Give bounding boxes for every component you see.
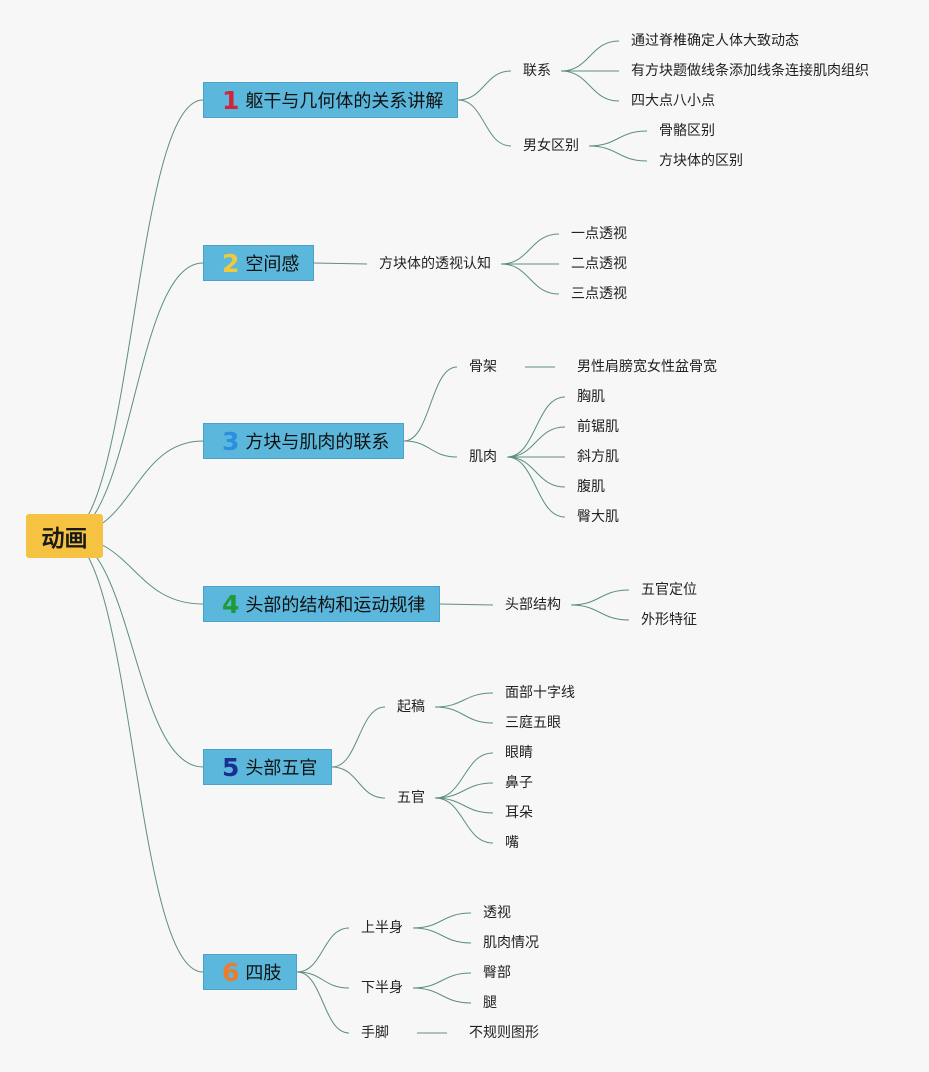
topic-number: 2 [222, 248, 240, 278]
topic-to-subtopic-connector [331, 766, 386, 799]
topic-title: 躯干与几何体的关系讲解 [245, 91, 444, 112]
leaf-label[interactable]: 面部十字线 [505, 685, 575, 701]
leaf-label[interactable]: 有方块题做线条添加线条连接肌肉组织 [631, 63, 869, 79]
leaf-label[interactable]: 二点透视 [571, 256, 627, 272]
leaf-label[interactable]: 前锯肌 [577, 419, 619, 435]
leaf-label[interactable]: 骨骼区别 [659, 123, 715, 139]
topic-to-subtopic-connector [313, 262, 368, 265]
topic-to-subtopic-connector [439, 603, 494, 606]
leaf-label[interactable]: 肌肉情况 [483, 935, 539, 951]
subtopic-to-leaf-connector [434, 797, 494, 844]
leaf-label[interactable]: 通过脊椎确定人体大致动态 [631, 33, 799, 49]
topic-to-subtopic-connector [331, 706, 386, 768]
leaf-label[interactable]: 五官定位 [641, 582, 697, 598]
subtopic-label[interactable]: 手脚 [361, 1025, 389, 1041]
leaf-label[interactable]: 鼻子 [505, 775, 533, 791]
subtopic-label[interactable]: 方块体的透视认知 [379, 256, 491, 272]
topic-to-subtopic-connector [403, 366, 458, 442]
topic-to-subtopic-connector [296, 927, 350, 973]
leaf-label[interactable]: 三庭五眼 [505, 715, 561, 731]
subtopic-to-leaf-connector [434, 692, 494, 708]
subtopic-to-leaf-connector [570, 589, 630, 606]
topic-number: 1 [222, 85, 240, 115]
subtopic-to-leaf-connector [434, 782, 494, 799]
leaf-label[interactable]: 嘴 [505, 835, 519, 851]
topic-number: 5 [222, 752, 240, 782]
root-to-topic-connector [63, 99, 204, 537]
topic-number: 3 [222, 426, 240, 456]
leaf-label[interactable]: 四大点八小点 [631, 93, 715, 109]
leaf-label[interactable]: 三点透视 [571, 286, 627, 302]
topic-title: 四肢 [245, 963, 282, 984]
subtopic-to-leaf-connector [434, 797, 494, 814]
subtopic-label[interactable]: 起稿 [397, 699, 425, 715]
topic-to-subtopic-connector [296, 971, 350, 989]
root-to-topic-connector [63, 262, 204, 537]
subtopic-label[interactable]: 五官 [397, 790, 425, 806]
leaf-label[interactable]: 臀大肌 [577, 509, 619, 525]
leaf-label[interactable]: 透视 [483, 905, 511, 921]
topic-title: 头部的结构和运动规律 [245, 595, 426, 616]
subtopic-to-leaf-connector [412, 927, 472, 944]
topic-to-subtopic-connector [403, 440, 458, 458]
subtopic-label[interactable]: 男女区别 [523, 138, 579, 154]
subtopic-to-leaf-connector [560, 70, 620, 102]
leaf-label[interactable]: 方块体的区别 [659, 153, 743, 169]
subtopic-to-leaf-connector [500, 233, 560, 265]
leaf-label[interactable]: 腿 [483, 995, 497, 1011]
leaf-label[interactable]: 不规则图形 [469, 1025, 539, 1041]
leaf-label[interactable]: 斜方肌 [577, 449, 619, 465]
leaf-label[interactable]: 眼睛 [505, 745, 533, 761]
subtopic-label[interactable]: 头部结构 [505, 597, 561, 613]
subtopic-label[interactable]: 下半身 [361, 980, 403, 996]
subtopic-to-leaf-connector [506, 426, 566, 458]
subtopic-label[interactable]: 上半身 [361, 920, 403, 936]
subtopic-to-leaf-connector [412, 912, 472, 929]
leaf-label[interactable]: 胸肌 [577, 389, 605, 405]
topic-to-subtopic-connector [457, 99, 512, 147]
subtopic-to-leaf-connector [412, 987, 472, 1004]
subtopic-to-leaf-connector [434, 706, 494, 724]
root-to-topic-connector [63, 535, 204, 973]
subtopic-to-leaf-connector [560, 40, 620, 72]
subtopic-to-leaf-connector [500, 263, 560, 295]
topic-to-subtopic-connector [457, 70, 512, 101]
subtopic-to-leaf-connector [570, 604, 630, 621]
leaf-label[interactable]: 耳朵 [505, 805, 533, 821]
topic-title: 头部五官 [245, 758, 318, 779]
leaf-label[interactable]: 腹肌 [577, 479, 605, 495]
topic-number: 4 [222, 589, 240, 619]
leaf-label[interactable]: 一点透视 [571, 226, 627, 242]
subtopic-label[interactable]: 联系 [523, 63, 551, 79]
subtopic-to-leaf-connector [506, 396, 566, 458]
leaf-label[interactable]: 男性肩膀宽女性盆骨宽 [577, 359, 717, 375]
subtopic-to-leaf-connector [412, 972, 472, 989]
subtopic-label[interactable]: 骨架 [469, 359, 497, 375]
subtopic-to-leaf-connector [506, 456, 566, 518]
subtopic-to-leaf-connector [434, 752, 494, 799]
topic-title: 空间感 [245, 254, 300, 275]
leaf-label[interactable]: 外形特征 [641, 612, 697, 628]
subtopic-to-leaf-connector [588, 130, 648, 147]
leaf-label[interactable]: 臀部 [483, 965, 511, 981]
subtopic-to-leaf-connector [588, 145, 648, 162]
topic-title: 方块与肌肉的联系 [245, 432, 390, 453]
root-node[interactable]: 动画 [26, 514, 103, 558]
subtopic-to-leaf-connector [506, 456, 566, 488]
topic-to-subtopic-connector [296, 971, 350, 1034]
topic-number: 6 [222, 957, 240, 987]
subtopic-label[interactable]: 肌肉 [469, 449, 497, 465]
